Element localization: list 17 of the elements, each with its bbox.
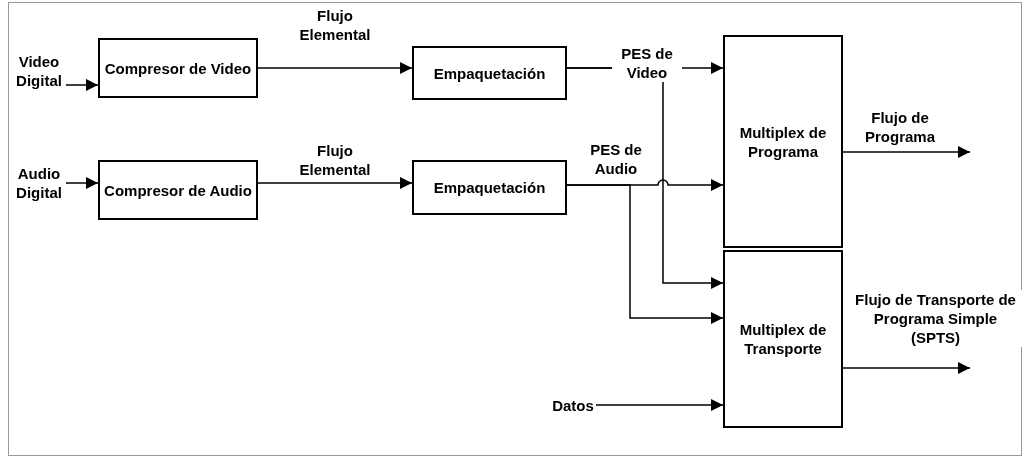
input-label: Video Digital xyxy=(14,50,64,92)
process-box: Multiplex de Transporte xyxy=(723,250,843,428)
arrow xyxy=(566,184,724,324)
arrow xyxy=(257,177,413,189)
arrow xyxy=(257,62,413,74)
process-box: Empaquetación xyxy=(412,160,567,215)
process-box: Compresor de Video xyxy=(98,38,258,98)
process-box: Empaquetación xyxy=(412,46,567,100)
input-label: Audio Digital xyxy=(14,162,64,204)
arrow xyxy=(842,362,971,374)
input-label: Datos xyxy=(552,395,594,415)
process-box: Compresor de Audio xyxy=(98,160,258,220)
arrow xyxy=(595,399,724,411)
process-box: Multiplex de Programa xyxy=(723,35,843,248)
arrow xyxy=(842,146,971,158)
arrow xyxy=(65,79,99,91)
arrow xyxy=(65,177,99,189)
